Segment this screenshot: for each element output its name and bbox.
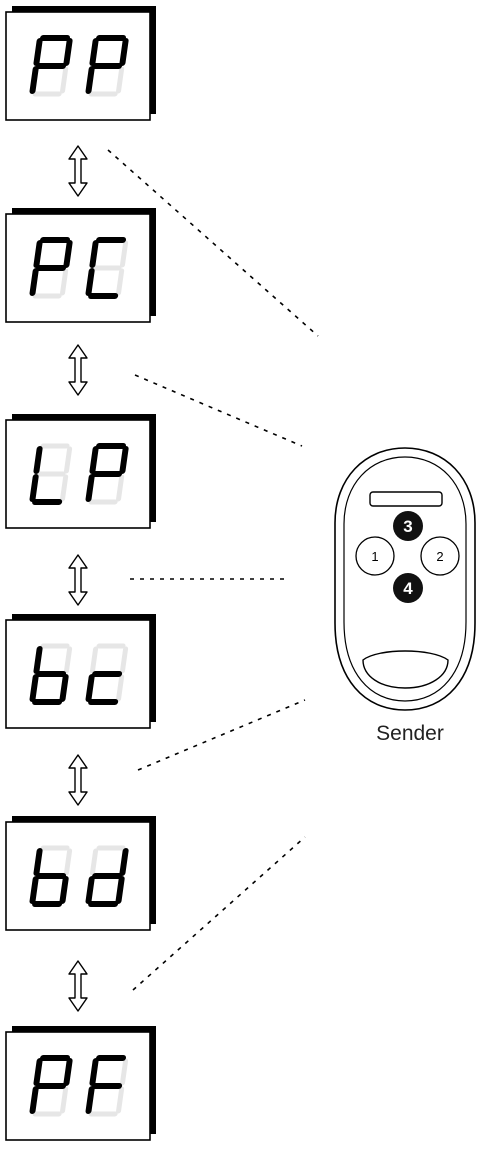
display-pf-digit-left-segment-c <box>60 1086 69 1114</box>
remote-button-right[interactable]: 2 <box>420 536 460 576</box>
display-lp-digit-right <box>85 443 129 505</box>
display-pc-digit-right-segment-f <box>89 240 99 268</box>
display-bc-digit-left-segment-e <box>29 674 39 702</box>
display-pf-digit-left-segment-f <box>33 1058 43 1086</box>
remote-sender: 3 1 2 4 <box>334 447 476 711</box>
display-bd-digit-left-segment-f <box>33 848 43 876</box>
connector-4 <box>137 699 306 771</box>
display-panel-bc <box>5 614 156 729</box>
display-bc-digit-left-segment-c <box>59 674 69 702</box>
display-pf-digit-right <box>85 1055 129 1117</box>
display-pc-digit-right-segment-b <box>119 240 129 268</box>
display-lp-digit-right-segment-b <box>119 446 129 474</box>
display-pc-digit-left-segment-e <box>29 268 39 296</box>
display-bd-digit-right-segment-f <box>89 848 99 876</box>
remote-button-bottom-label: 4 <box>403 579 413 598</box>
display-lp-digit-right-segment-f <box>89 446 99 474</box>
display-panel-frame <box>5 821 151 931</box>
display-pf-digit-right-segment-b <box>119 1058 129 1086</box>
display-bc-digit-right-segment-c <box>116 674 125 702</box>
display-lp-digit-left-segment-c <box>60 474 69 502</box>
display-pf-digit-right-segment-e <box>85 1086 95 1114</box>
display-pf-digit-right-segment-f <box>89 1058 99 1086</box>
display-panel-pp <box>5 6 156 121</box>
double-arrow-5-icon <box>68 960 88 1012</box>
display-panel-lp <box>5 414 156 529</box>
sender-label: Sender <box>376 722 444 745</box>
display-pf-digit-left-segment-e <box>29 1086 39 1114</box>
double-arrow-2-icon <box>68 344 88 396</box>
display-panel-frame <box>5 1031 151 1141</box>
display-pp-digit-right <box>85 35 129 97</box>
display-panel-frame <box>5 213 151 323</box>
connector-1 <box>107 149 319 337</box>
display-bc-digit-right-segment-e <box>85 674 95 702</box>
remote-button-right-label: 2 <box>436 549 443 564</box>
display-pp-digit-left-segment-f <box>33 38 43 66</box>
display-panel-pc <box>5 208 156 323</box>
display-pp-digit-right-segment-f <box>89 38 99 66</box>
display-bc-digit-left-segment-b <box>63 646 73 674</box>
remote-button-left[interactable]: 1 <box>355 536 395 576</box>
display-pp-digit-left-segment-c <box>60 66 69 94</box>
remote-button-left-label: 1 <box>371 549 378 564</box>
display-panel-frame <box>5 619 151 729</box>
display-bc-digit-left <box>29 643 73 705</box>
display-pp-digit-right-segment-e <box>85 66 95 94</box>
display-bd-digit-left-segment-e <box>29 876 39 904</box>
display-bc-digit-right-segment-f <box>89 646 99 674</box>
display-lp-digit-left-segment-f <box>33 446 43 474</box>
display-bd-digit-right <box>85 845 129 907</box>
display-lp-digit-left-segment-b <box>63 446 73 474</box>
remote-button-bottom[interactable]: 4 <box>393 573 423 603</box>
display-pp-digit-left <box>29 35 73 97</box>
display-pc-digit-right-segment-e <box>85 268 95 296</box>
display-lp-digit-right-segment-e <box>85 474 95 502</box>
display-bd-digit-right-segment-e <box>85 876 95 904</box>
display-pc-digit-left-segment-f <box>33 240 43 268</box>
display-panel-frame <box>5 419 151 529</box>
display-panel-pf <box>5 1026 156 1141</box>
display-pp-digit-left-segment-e <box>29 66 39 94</box>
display-bc-digit-right <box>85 643 129 705</box>
display-bd-digit-left-segment-b <box>63 848 73 876</box>
dotted-connectors <box>107 149 319 991</box>
display-pp-digit-left-segment-b <box>63 38 73 66</box>
display-pf-digit-right-segment-c <box>116 1086 125 1114</box>
double-arrow-3-icon <box>68 554 88 606</box>
display-pf-digit-left <box>29 1055 73 1117</box>
display-lp-digit-left <box>29 443 73 505</box>
display-bc-digit-left-segment-f <box>33 646 43 674</box>
display-bd-digit-right-segment-b <box>119 848 129 876</box>
display-pc-digit-left-segment-b <box>63 240 73 268</box>
display-lp-digit-right-segment-c <box>116 474 125 502</box>
remote-inner-outline <box>343 456 467 702</box>
display-pp-digit-right-segment-b <box>119 38 129 66</box>
display-panels <box>5 6 156 1141</box>
display-pc-digit-left <box>29 237 73 299</box>
display-bd-digit-right-segment-c <box>115 876 125 904</box>
remote-button-top[interactable]: 3 <box>393 511 423 541</box>
display-bc-digit-right-segment-b <box>119 646 129 674</box>
display-bd-digit-left <box>29 845 73 907</box>
double-arrow-4-icon <box>68 754 88 806</box>
display-panel-frame <box>5 11 151 121</box>
display-panel-bd <box>5 816 156 931</box>
display-pf-digit-left-segment-b <box>63 1058 73 1086</box>
display-pc-digit-right <box>85 237 129 299</box>
remote-button-top-label: 3 <box>403 517 412 536</box>
display-lp-digit-left-segment-e <box>29 474 39 502</box>
display-bd-digit-left-segment-c <box>59 876 69 904</box>
display-pc-digit-left-segment-c <box>60 268 69 296</box>
connector-5 <box>132 836 306 991</box>
connector-2 <box>134 374 303 447</box>
display-pc-digit-right-segment-c <box>116 268 125 296</box>
remote-led-slot <box>369 491 443 507</box>
double-arrow-1-icon <box>68 145 88 197</box>
remote-keyring-opening <box>362 650 449 689</box>
display-pp-digit-right-segment-c <box>116 66 125 94</box>
